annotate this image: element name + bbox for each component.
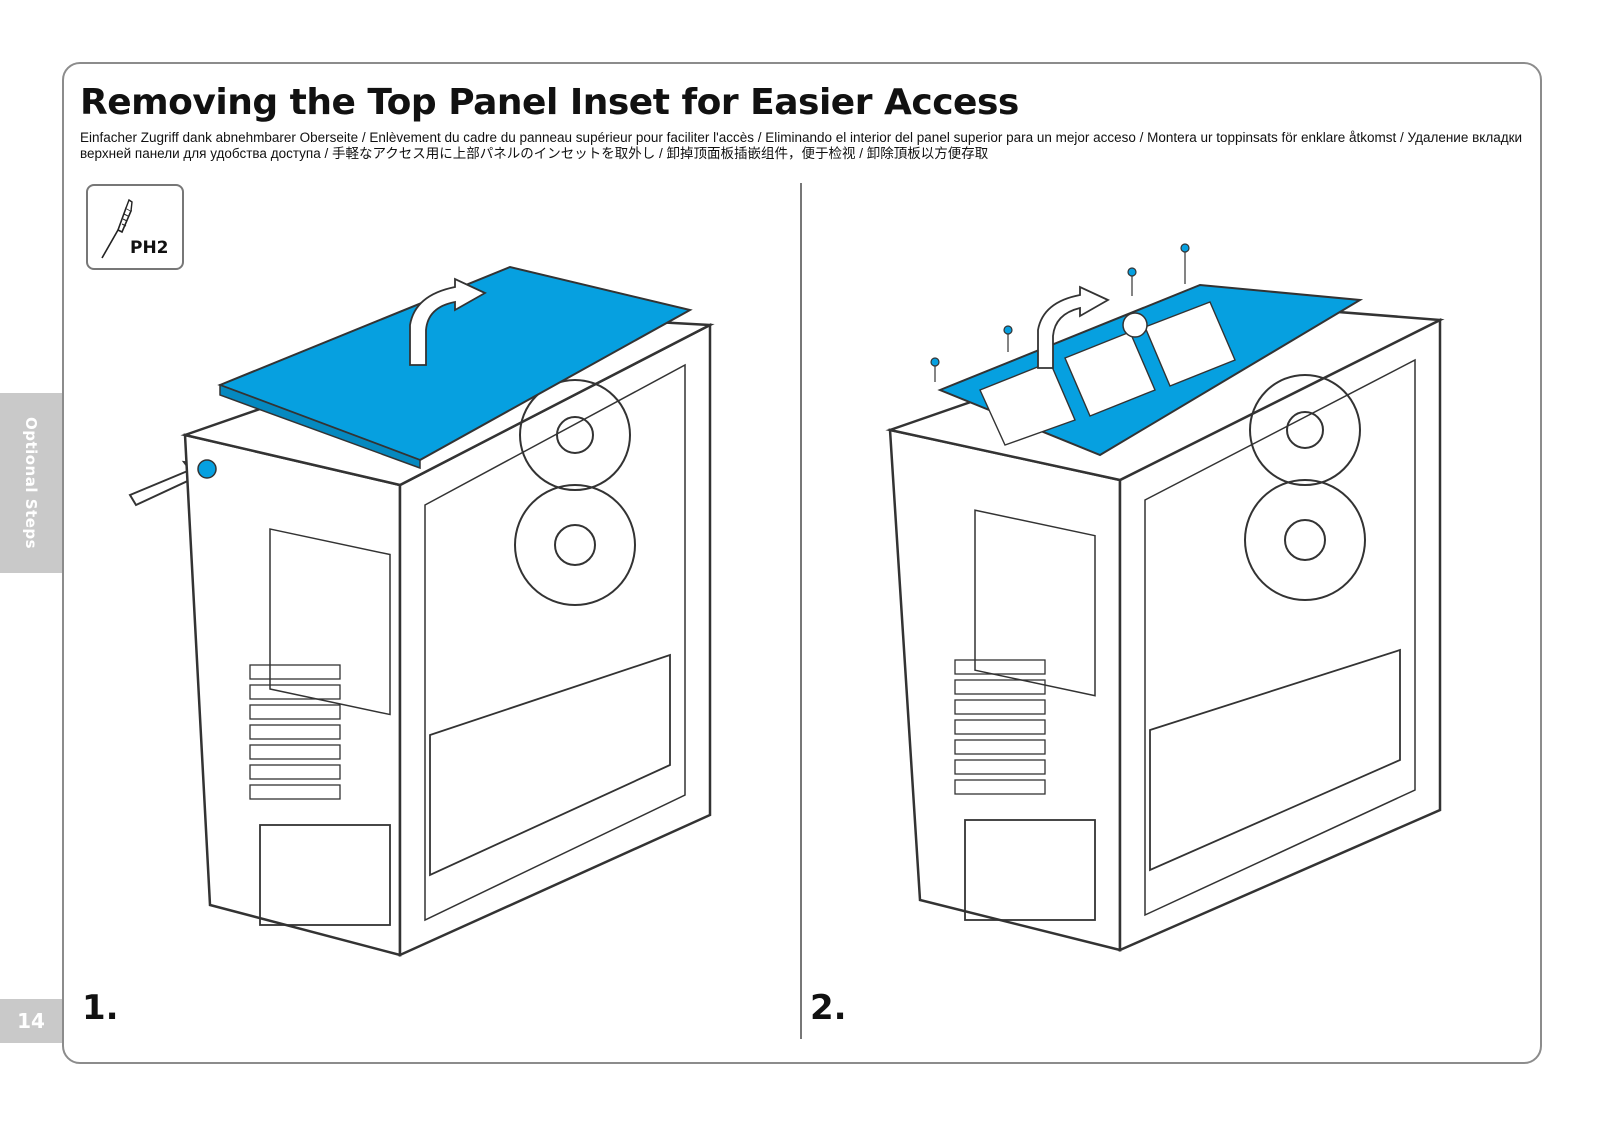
expansion-slots (954, 659, 1046, 795)
rear-fan-grille (974, 509, 1096, 697)
step-2-case-illustration (885, 243, 1445, 952)
step-divider (800, 183, 802, 1039)
case-back-panel (888, 428, 1122, 952)
lift-arrow (1037, 285, 1110, 369)
page-number: 14 (0, 999, 62, 1043)
tool-requirement-box: PH2 (86, 184, 184, 270)
rear-fan-grille (269, 528, 391, 716)
step-1-case-illustration (128, 265, 715, 957)
psu-bay (964, 819, 1096, 921)
expansion-slots (249, 664, 341, 800)
psu-shroud (1149, 648, 1401, 872)
page-title: Removing the Top Panel Inset for Easier … (80, 82, 1019, 123)
fan-bottom (1244, 479, 1366, 601)
content-frame (62, 62, 1542, 1064)
psu-shroud (429, 653, 671, 877)
step-number-2: 2. (810, 988, 847, 1028)
thumbscrew-highlight (197, 459, 217, 479)
section-tab-label: Optional Steps (22, 416, 40, 550)
screwdriver-icon (101, 198, 133, 259)
lift-arrow (409, 277, 487, 366)
screws (930, 243, 1190, 382)
fan-top (1249, 374, 1361, 486)
page-subtitle-translations: Einfacher Zugriff dank abnehmbarer Obers… (80, 130, 1523, 161)
case-back-panel (183, 433, 402, 957)
tool-label: PH2 (130, 238, 169, 258)
step-number-1: 1. (82, 988, 119, 1028)
section-tab: Optional Steps (0, 393, 62, 573)
fan-bottom (514, 484, 636, 606)
psu-bay (259, 824, 391, 926)
fan-top (519, 379, 631, 491)
